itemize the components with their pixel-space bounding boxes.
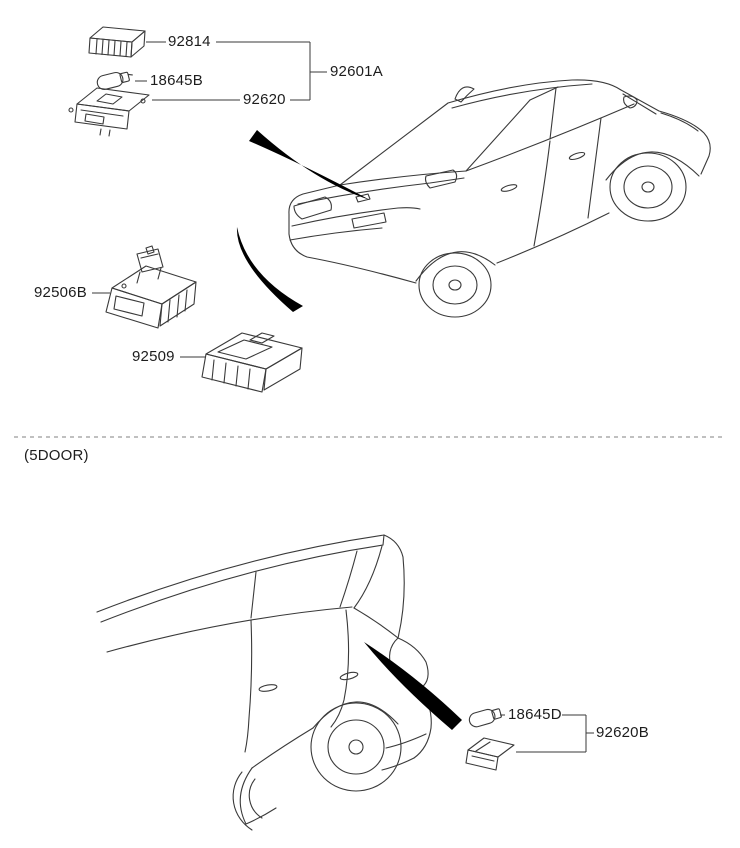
part-92620B-lamp-drawing — [465, 737, 515, 771]
part-18645D-bulb-drawing — [468, 708, 502, 728]
part-92509-lens-drawing — [201, 332, 303, 393]
sedan-illustration — [288, 79, 711, 318]
variant-note-5door: (5DOOR) — [24, 447, 89, 464]
part-18645B-bulb-drawing — [96, 71, 133, 90]
part-92506B-housing-drawing — [105, 245, 197, 329]
part-label-92814: 92814 — [168, 33, 211, 50]
part-label-92509: 92509 — [132, 348, 175, 365]
part-label-92506B: 92506B — [34, 284, 87, 301]
part-label-92601A: 92601A — [330, 63, 383, 80]
hatchback-illustration — [96, 534, 432, 831]
part-label-92620: 92620 — [243, 91, 286, 108]
location-arrow-swooshes — [236, 130, 462, 730]
leader-lines — [92, 41, 594, 753]
part-label-18645B: 18645B — [150, 72, 203, 89]
part-92620-lamp-drawing — [68, 87, 150, 137]
part-92814-cover-drawing — [88, 26, 146, 58]
part-label-18645D: 18645D — [508, 706, 562, 723]
part-label-92620B: 92620B — [596, 724, 649, 741]
